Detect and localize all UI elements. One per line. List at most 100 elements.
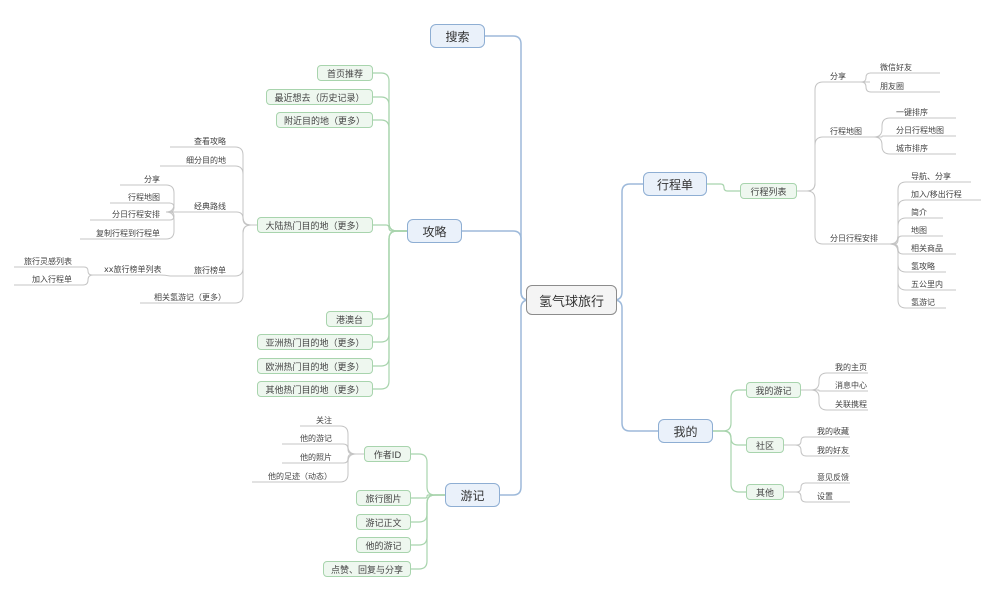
link-daily-leaf <box>889 243 911 309</box>
link-list-leaf <box>797 190 830 245</box>
leaf-daily-map[interactable]: 分日行程地图 <box>896 125 944 135</box>
link-map-leaf <box>873 136 896 155</box>
link-map-leaf <box>880 135 896 138</box>
notes-author[interactable]: 作者ID <box>364 446 411 462</box>
leaf-h-notes[interactable]: 氢游记 <box>911 297 935 307</box>
guide-mainland[interactable]: 大陆热门目的地（更多） <box>257 217 373 233</box>
leaf-list-daily[interactable]: 分日行程安排 <box>830 233 878 243</box>
link-guide-child <box>373 230 407 343</box>
itinerary-list[interactable]: 行程列表 <box>740 183 797 199</box>
link-root-itinerary <box>613 183 643 301</box>
notes-like-share[interactable]: 点赞、回复与分享 <box>323 561 411 577</box>
leaf-city-sort[interactable]: 城市排序 <box>896 143 928 153</box>
leaf-moments[interactable]: 朋友圈 <box>880 81 904 91</box>
link-guide-child <box>373 119 407 232</box>
link-daily-leaf <box>889 243 911 273</box>
mine-community[interactable]: 社区 <box>746 437 784 453</box>
leaf-xx-list[interactable]: xx旅行榜单列表 <box>104 264 162 274</box>
leaf-related-goods[interactable]: 相关商品 <box>911 243 943 253</box>
guide-hk-macau-tw[interactable]: 港澳台 <box>326 311 373 327</box>
leaf-add-itinerary[interactable]: 加入行程单 <box>32 274 72 284</box>
link-daily-leaf <box>889 199 911 245</box>
link-xx-leaf <box>72 266 104 276</box>
link-share-leaf <box>850 81 880 93</box>
leaf-link-ctrip[interactable]: 关联携程 <box>835 399 867 409</box>
leaf-his-photos[interactable]: 他的照片 <box>300 452 332 462</box>
leaf-route-copy[interactable]: 复制行程到行程单 <box>96 228 160 238</box>
topic-itinerary[interactable]: 行程单 <box>643 172 707 196</box>
link-daily-leaf <box>889 217 911 245</box>
leaf-list-map[interactable]: 行程地图 <box>830 126 862 136</box>
link-mine-child <box>713 430 746 493</box>
link-daily-leaf <box>890 235 911 245</box>
leaf-his-notes[interactable]: 他的游记 <box>300 433 332 443</box>
link-other-leaf <box>784 482 817 493</box>
leaf-view-guide[interactable]: 查看攻略 <box>194 136 226 146</box>
link-mainland-leaf <box>226 211 257 226</box>
link-mynotes-leaf <box>801 372 835 391</box>
mine-my-notes[interactable]: 我的游记 <box>746 382 801 398</box>
link-mine-child <box>713 389 746 432</box>
leaf-ranking[interactable]: 旅行榜单 <box>194 265 226 275</box>
link-root-search <box>485 35 530 301</box>
link-community-leaf <box>784 436 817 446</box>
link-itinerary-list <box>707 183 740 192</box>
leaf-within-5km[interactable]: 五公里内 <box>911 279 943 289</box>
leaf-feedback[interactable]: 意见反馈 <box>817 472 849 482</box>
guide-others[interactable]: 其他热门目的地（更多） <box>257 381 373 397</box>
notes-photos[interactable]: 旅行图片 <box>356 490 411 506</box>
leaf-classic-route[interactable]: 经典路线 <box>194 201 226 211</box>
link-guide-child <box>373 230 407 390</box>
leaf-map[interactable]: 地图 <box>911 225 927 235</box>
leaf-wechat-friends[interactable]: 微信好友 <box>880 62 912 72</box>
link-notes-child <box>411 494 445 546</box>
link-mynotes-leaf <box>801 389 835 411</box>
leaf-list-share[interactable]: 分享 <box>830 71 846 81</box>
leaf-his-footprint[interactable]: 他的足迹（动态） <box>268 471 332 481</box>
link-notes-child <box>411 494 445 570</box>
link-mynotes-leaf <box>801 389 835 392</box>
topic-search[interactable]: 搜索 <box>430 24 485 48</box>
notes-body[interactable]: 游记正文 <box>356 514 411 530</box>
link-guide-child <box>373 96 407 232</box>
link-author-leaf <box>332 453 364 483</box>
leaf-route-daily[interactable]: 分日行程安排 <box>112 209 160 219</box>
link-root-guide <box>462 230 530 301</box>
guide-asia[interactable]: 亚洲热门目的地（更多） <box>257 334 373 350</box>
leaf-route-share[interactable]: 分享 <box>144 174 160 184</box>
root-node[interactable]: 氢气球旅行 <box>526 285 617 315</box>
link-notes-child <box>411 453 445 496</box>
guide-nearby[interactable]: 附近目的地（更多） <box>276 112 373 128</box>
leaf-message-center[interactable]: 消息中心 <box>835 380 867 390</box>
leaf-one-click-sort[interactable]: 一键排序 <box>896 107 928 117</box>
leaf-intro[interactable]: 简介 <box>911 207 927 217</box>
leaf-my-friends[interactable]: 我的好友 <box>817 445 849 455</box>
leaf-related-notes[interactable]: 相关氢游记（更多） <box>154 292 226 302</box>
guide-recent-wish[interactable]: 最近想去（历史记录） <box>266 89 373 105</box>
topic-notes[interactable]: 游记 <box>445 483 500 507</box>
leaf-nav-share[interactable]: 导航、分享 <box>911 171 951 181</box>
mine-other[interactable]: 其他 <box>746 484 784 500</box>
leaf-add-remove[interactable]: 加入/移出行程 <box>911 189 962 199</box>
link-root-mine <box>613 299 658 432</box>
guide-europe[interactable]: 欧洲热门目的地（更多） <box>257 358 373 374</box>
leaf-settings[interactable]: 设置 <box>817 491 833 501</box>
link-mainland-leaf <box>226 224 257 277</box>
leaf-inspiration-list[interactable]: 旅行灵感列表 <box>24 256 72 266</box>
leaf-my-favorites[interactable]: 我的收藏 <box>817 426 849 436</box>
guide-home-recommend[interactable]: 首页推荐 <box>317 65 373 81</box>
leaf-my-home[interactable]: 我的主页 <box>835 362 867 372</box>
leaf-sub-dest[interactable]: 细分目的地 <box>186 155 226 165</box>
topic-mine[interactable]: 我的 <box>658 419 713 443</box>
link-guide-child <box>373 224 407 232</box>
link-daily-leaf <box>889 181 911 245</box>
link-other-leaf <box>784 491 817 503</box>
link-guide-child <box>373 230 407 367</box>
leaf-h-guide[interactable]: 氢攻略 <box>911 261 935 271</box>
link-notes-child <box>411 494 445 499</box>
leaf-route-map[interactable]: 行程地图 <box>128 192 160 202</box>
notes-his-notes[interactable]: 他的游记 <box>356 537 411 553</box>
topic-guide[interactable]: 攻略 <box>407 219 462 243</box>
leaf-follow[interactable]: 关注 <box>316 415 332 425</box>
